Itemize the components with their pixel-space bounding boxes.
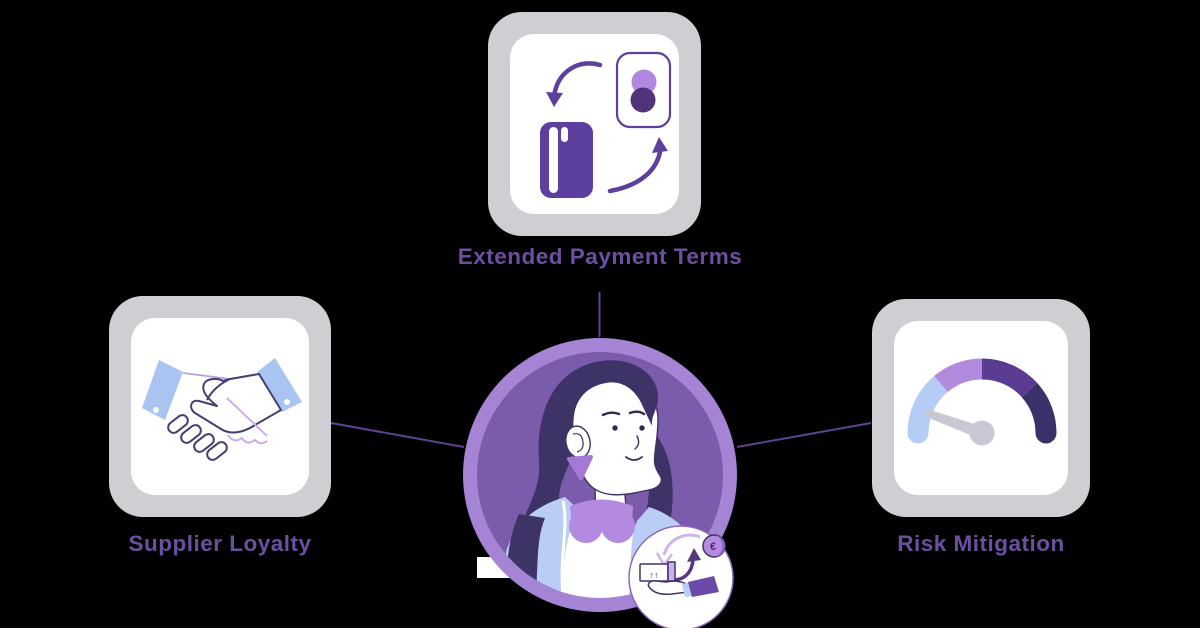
svg-text:↑↑: ↑↑: [650, 570, 659, 580]
connector-right: [736, 422, 872, 448]
gauge-needle: [924, 409, 984, 439]
gauge-icon: [907, 358, 1057, 446]
card-supplier-loyalty: [109, 296, 331, 517]
card-extended-payment-terms: [488, 12, 701, 236]
euro-coin-icon: €: [702, 534, 726, 558]
payment-transfer-icon: [540, 51, 672, 198]
label-supplier-loyalty: Supplier Loyalty: [128, 531, 312, 556]
label-risk-mitigation: Risk Mitigation: [897, 531, 1065, 556]
cycle-arrow-light: [662, 533, 701, 556]
goods-box-icon: ↑↑: [639, 561, 676, 582]
card-risk-mitigation: [872, 299, 1090, 517]
label-extended-payment-terms: Extended Payment Terms: [457, 244, 743, 269]
credit-card-icon: [540, 122, 593, 198]
earring: [567, 455, 593, 480]
svg-text:€: €: [710, 541, 716, 553]
goods-for-payment-icon: € ↑↑: [628, 525, 734, 628]
handshake-icon: [142, 358, 302, 461]
hand-icon: [647, 576, 719, 597]
connector-left: [330, 422, 465, 448]
cycle-arrow-dark: [674, 559, 695, 582]
